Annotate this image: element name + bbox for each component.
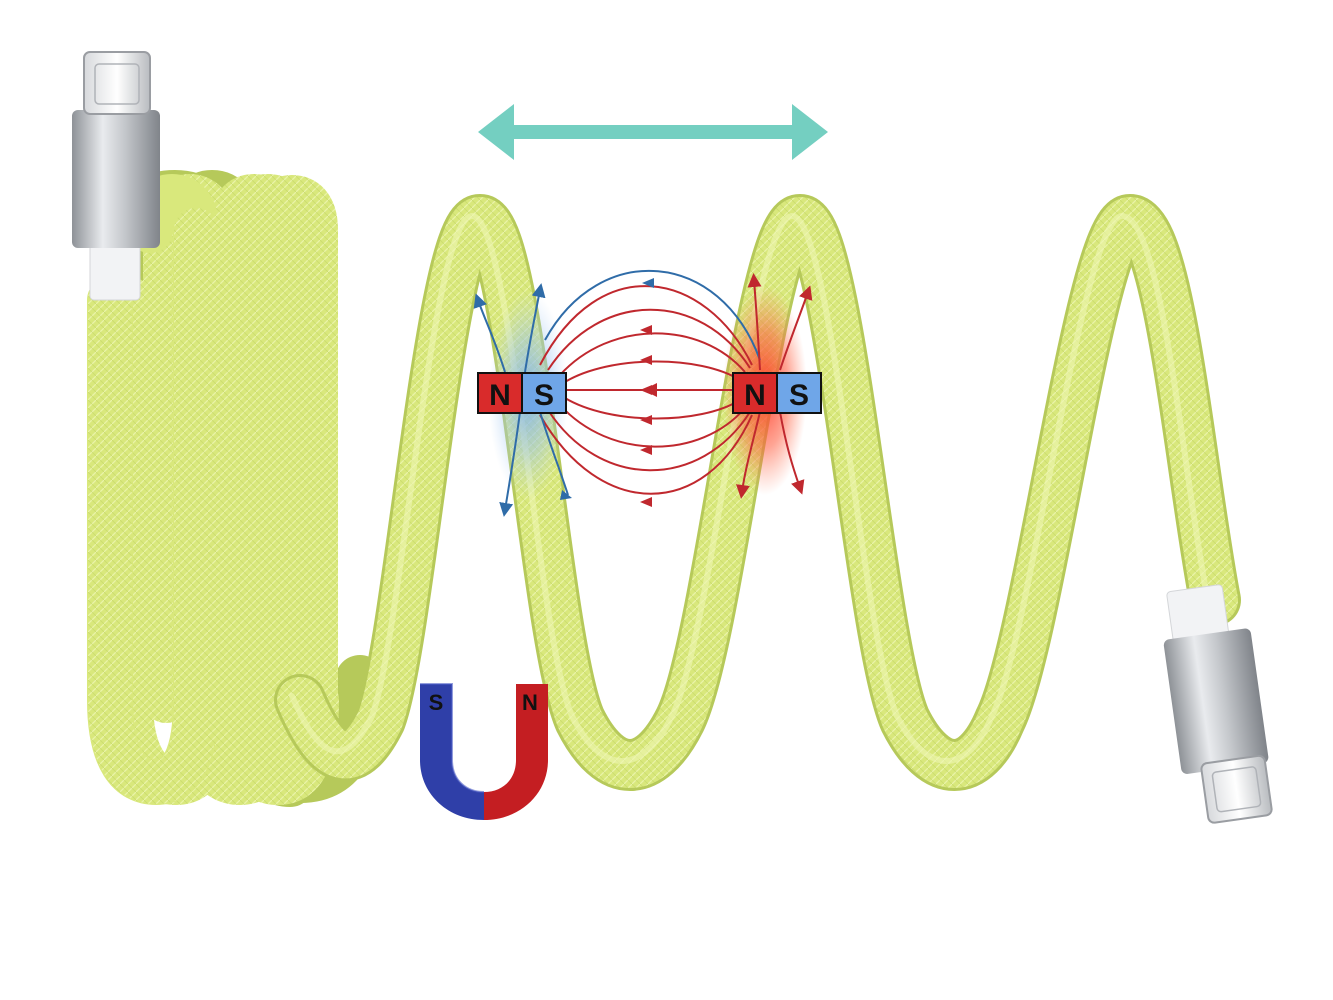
magnet-north-label: N xyxy=(489,379,511,412)
magnet-south-label: S xyxy=(534,379,554,412)
magnet-south-label: S xyxy=(789,379,809,412)
horseshoe-north-label: N xyxy=(522,690,538,715)
horseshoe-magnet-icon: S N xyxy=(420,683,548,820)
bar-magnet-icon: N S xyxy=(477,372,567,414)
usb-c-connector-icon xyxy=(1163,584,1273,824)
double-arrow-icon xyxy=(478,104,828,160)
usb-c-connector-icon xyxy=(72,51,160,301)
cable xyxy=(87,170,1241,807)
magnetic-field-lines xyxy=(473,269,813,517)
horseshoe-south-label: S xyxy=(429,690,444,715)
magnet-north-label: N xyxy=(744,379,766,412)
bar-magnet-icon: N S xyxy=(732,372,822,414)
